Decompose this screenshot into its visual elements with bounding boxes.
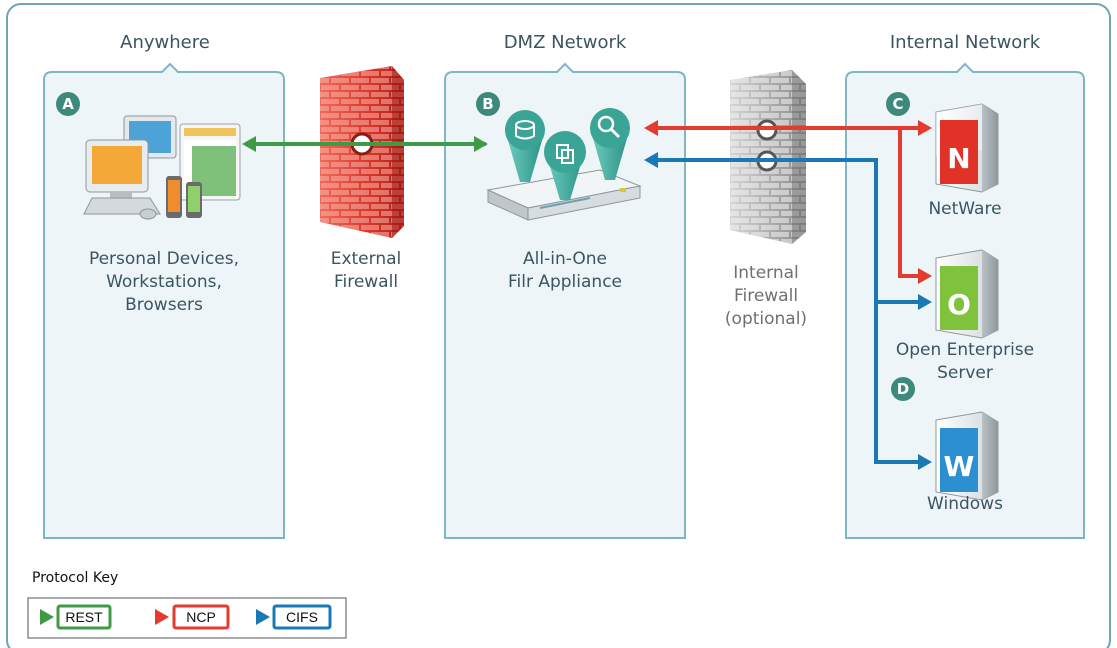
svg-text:REST: REST (65, 609, 103, 625)
zone-title-dmz: DMZ Network (504, 32, 627, 53)
svg-text:B: B (482, 95, 493, 113)
personal-devices-icon (83, 115, 241, 220)
protocol-key: Protocol Key REST NCP CIFS (27, 570, 347, 639)
netware-server-icon: N (935, 103, 999, 193)
badge-c: C (886, 92, 910, 116)
protocol-key-title: Protocol Key (32, 570, 118, 586)
badge-d: D (891, 377, 915, 401)
netware-label: NetWare (928, 199, 1001, 219)
cifs-arrow-icon (256, 609, 270, 625)
legend-item-cifs: CIFS (256, 604, 332, 630)
svg-text:Firewall: Firewall (334, 272, 398, 292)
external-firewall-label: External Firewall (331, 249, 402, 292)
svg-text:Personal Devices,: Personal Devices, (89, 249, 239, 269)
svg-text:Open Enterprise: Open Enterprise (896, 340, 1034, 360)
ncp-arrow-icon (155, 609, 169, 625)
svg-text:A: A (62, 95, 74, 113)
cifs-connection (644, 152, 932, 470)
svg-text:Workstations,: Workstations, (106, 272, 222, 292)
zone-title-internal: Internal Network (890, 32, 1041, 53)
oes-label: Open Enterprise Server (896, 340, 1034, 383)
svg-text:CIFS: CIFS (286, 609, 318, 625)
svg-text:External: External (331, 249, 402, 269)
svg-text:W: W (944, 450, 975, 483)
zone-title-anywhere: Anywhere (120, 32, 210, 53)
svg-text:NCP: NCP (186, 609, 216, 625)
svg-text:Server: Server (937, 363, 993, 383)
rest-connection (242, 136, 488, 152)
svg-text:(optional): (optional) (725, 309, 807, 329)
badge-b: B (476, 92, 500, 116)
svg-text:Internal: Internal (733, 263, 799, 283)
svg-text:Firewall: Firewall (734, 286, 798, 306)
oes-server-icon: O (935, 249, 999, 339)
svg-text:C: C (892, 95, 903, 113)
ncp-connection (644, 120, 932, 284)
svg-text:Browsers: Browsers (125, 295, 203, 315)
svg-text:All-in-One: All-in-One (523, 249, 607, 269)
legend-item-ncp: NCP (155, 604, 230, 630)
external-firewall-icon (320, 66, 404, 238)
internal-firewall-icon (730, 70, 806, 244)
svg-text:D: D (897, 380, 909, 398)
rest-arrow-icon (40, 609, 54, 625)
legend-item-rest: REST (40, 604, 112, 630)
appliance-label: All-in-One Filr Appliance (508, 249, 622, 292)
devices-label: Personal Devices, Workstations, Browsers (89, 249, 239, 315)
svg-text:Filr Appliance: Filr Appliance (508, 272, 622, 292)
windows-label: Windows (927, 494, 1003, 514)
internal-firewall-label: Internal Firewall (optional) (725, 263, 807, 329)
windows-server-icon: W (935, 411, 999, 501)
filr-appliance-icon (486, 108, 642, 221)
svg-text:O: O (947, 288, 971, 321)
svg-text:N: N (947, 142, 970, 175)
badge-a: A (56, 92, 80, 116)
